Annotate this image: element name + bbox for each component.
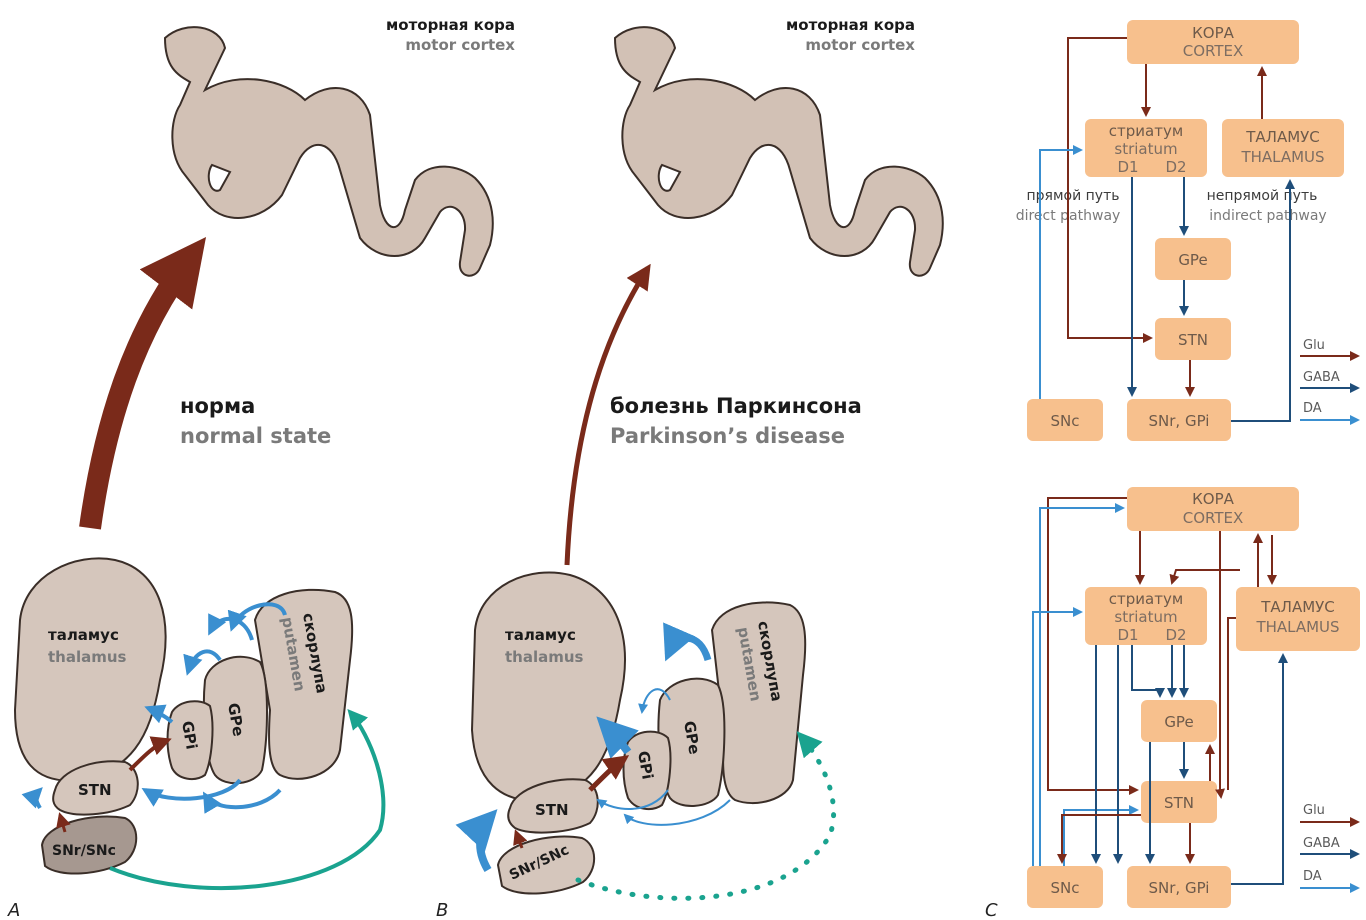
putamen-to-gpe-arrow-b (668, 638, 708, 660)
striatum-box-en-bottom: striatum (1114, 608, 1177, 626)
thalamus-to-stn-bottom (1228, 618, 1236, 790)
thalamus-label-en-a: thalamus (48, 648, 127, 666)
thalamus-shape-a (15, 558, 166, 780)
d2-label-top: D2 (1165, 158, 1186, 176)
d1-label-top: D1 (1117, 158, 1138, 176)
snc-to-cortex-bottom (1040, 508, 1123, 866)
state-label-ru-a: норма (180, 394, 255, 418)
putamen-to-gpe-arrow-a (210, 619, 252, 640)
gpe-box-label-top: GPe (1178, 251, 1207, 269)
thalamus-box-ru-top: ТАЛАМУС (1245, 128, 1320, 146)
motor-cortex-shape-b (615, 27, 943, 276)
stn-box-label-top: STN (1178, 331, 1208, 349)
snr-snc-label-a: SNr/SNc (52, 843, 116, 859)
panel-label-c: C (985, 900, 998, 920)
state-label-ru-b: болезнь Паркинсона (610, 394, 862, 418)
d1-to-gpe-bottom (1132, 645, 1160, 696)
panel-label-a: A (7, 900, 20, 920)
thalamus-label-ru-a: таламус (48, 626, 119, 644)
motor-cortex-shape-a (165, 27, 493, 276)
state-label-en-a: normal state (180, 424, 331, 448)
legend-gaba-label-top: GABA (1303, 370, 1340, 385)
snr-to-thalamus-arrow-a (36, 790, 40, 808)
thalamus-label-ru-b: таламус (505, 626, 576, 644)
legend-glu-label-top: Glu (1303, 338, 1325, 353)
thalamus-to-striatum-bottom (1172, 570, 1240, 583)
stn-box-label-bottom: STN (1164, 794, 1194, 812)
thalamus-box-en-top: THALAMUS (1240, 148, 1324, 166)
cortex-label-en-b: motor cortex (805, 36, 915, 54)
snr-to-thalamus-arrow-b (480, 815, 492, 870)
stn-to-snc-bottom (1062, 815, 1141, 862)
cortex-box-en-bottom: CORTEX (1183, 509, 1244, 527)
cortex-label-en-a: motor cortex (405, 36, 515, 54)
cortex-label-ru-a: моторная кора (386, 16, 515, 34)
cortex-label-ru-b: моторная кора (786, 16, 915, 34)
cortex-box-ru-bottom: КОРА (1192, 490, 1235, 508)
state-label-en-b: Parkinson’s disease (610, 424, 845, 448)
d2-label-bottom: D2 (1165, 626, 1186, 644)
snr-gpi-box-label-top: SNr, GPi (1149, 412, 1210, 430)
gpe-box-label-bottom: GPe (1164, 713, 1193, 731)
panel-b: моторная кора motor cortex болезнь Парки… (436, 16, 943, 920)
panel-label-b: B (436, 900, 448, 920)
indirect-pathway-en-top: indirect pathway (1209, 208, 1326, 224)
stn-label-a: STN (78, 781, 112, 799)
thalamus-box-en-bottom: THALAMUS (1255, 618, 1339, 636)
striatum-box-ru-bottom: стриатум (1109, 590, 1183, 608)
panel-a: моторная кора motor cortex норма normal … (7, 16, 515, 920)
cortex-box-ru-top: КОРА (1192, 24, 1235, 42)
thalamus-shape-b (472, 572, 625, 800)
snc-box-label-top: SNc (1051, 412, 1080, 430)
snr-gpi-box-label-bottom: SNr, GPi (1149, 879, 1210, 897)
striatum-box-en-top: striatum (1114, 140, 1177, 158)
striatum-box-ru-top: стриатум (1109, 122, 1183, 140)
legend-glu-label-bottom: Glu (1303, 803, 1325, 818)
thalamocortical-arrow-a (90, 258, 190, 528)
legend-da-label-top: DA (1303, 401, 1322, 416)
snc-to-stn-bottom (1064, 810, 1137, 866)
thalamus-label-en-b: thalamus (505, 648, 584, 666)
d1-label-bottom: D1 (1117, 626, 1138, 644)
thalamus-box-ru-bottom: ТАЛАМУС (1260, 598, 1335, 616)
panel-c-top: КОРА CORTEX стриатум striatum D1 D2 ТАЛА… (1016, 20, 1358, 441)
snr-to-thalamus-bottom (1231, 655, 1283, 884)
snc-box-label-bottom: SNc (1051, 879, 1080, 897)
panel-c-bottom: КОРА CORTEX стриатум striatum D1 D2 ТАЛА… (985, 487, 1360, 920)
legend-da-label-bottom: DA (1303, 869, 1322, 884)
indirect-pathway-ru-top: непрямой путь (1207, 188, 1318, 204)
cortex-box-en-top: CORTEX (1183, 42, 1244, 60)
stn-label-b: STN (535, 801, 569, 819)
legend-gaba-label-bottom: GABA (1303, 836, 1340, 851)
